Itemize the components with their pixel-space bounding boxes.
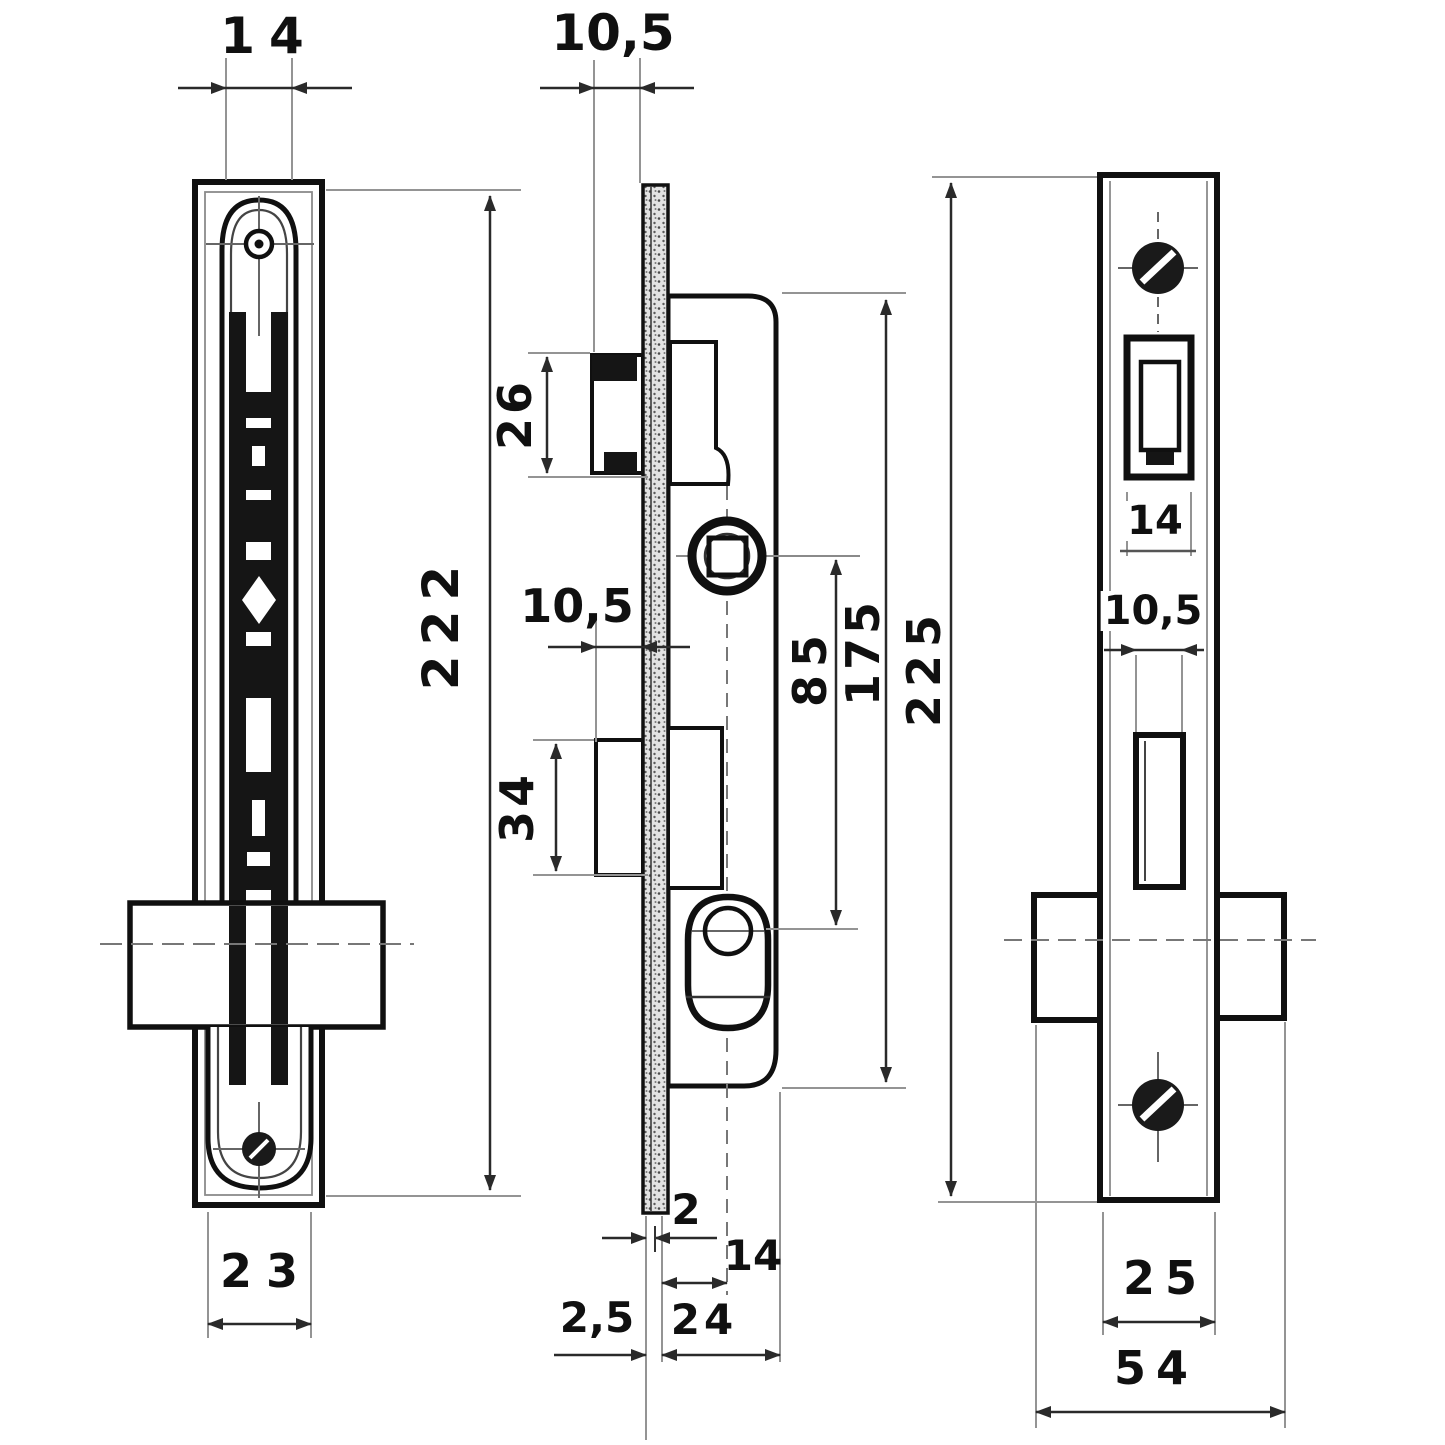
view-right-cover-plate bbox=[1004, 172, 1316, 1428]
view-middle-side-section bbox=[528, 58, 1099, 1440]
dim-left-height bbox=[326, 189, 521, 1197]
dim-label-right-total-width: 54 bbox=[1113, 1341, 1199, 1395]
left-mechanism-cutouts bbox=[242, 446, 276, 866]
left-rail-through-housing-l bbox=[229, 906, 246, 1024]
middle-deadbolt bbox=[594, 738, 645, 877]
dim-middle-deadbolt-height bbox=[533, 739, 648, 876]
view-left-faceplate-front bbox=[100, 58, 521, 1338]
right-cylinder-slot bbox=[1133, 732, 1186, 890]
left-rail-through-housing-r bbox=[271, 906, 288, 1024]
left-mech-rail-right bbox=[271, 312, 288, 1085]
dim-left-top-width bbox=[178, 58, 352, 180]
dim-middle-top-offset bbox=[540, 58, 694, 352]
dim-label-mid-backset-top: 10,5 bbox=[520, 579, 634, 633]
dim-right-slot-width bbox=[1104, 644, 1204, 737]
dim-label-left-height: 222 bbox=[412, 555, 470, 691]
left-cylinder-housing bbox=[127, 900, 386, 1030]
middle-deadbolt-inner bbox=[666, 726, 724, 890]
left-bottom-screw bbox=[213, 1102, 305, 1198]
dim-label-mid-body-height: 175 bbox=[836, 597, 890, 707]
dim-right-plate-width bbox=[1102, 1212, 1216, 1335]
dim-label-left-top-width: 14 bbox=[220, 7, 318, 65]
dim-right-total-width bbox=[1035, 1022, 1286, 1428]
left-top-screw bbox=[206, 196, 314, 336]
dim-label-left-bottom-width: 23 bbox=[219, 1244, 313, 1298]
dim-left-bottom-width bbox=[207, 1212, 312, 1338]
dim-middle-total-height bbox=[932, 176, 1099, 1203]
dim-middle-body-height bbox=[782, 292, 906, 1089]
right-plate bbox=[1097, 172, 1220, 1203]
dim-label-mid-latch-height: 26 bbox=[488, 377, 542, 451]
right-top-screw bbox=[1118, 212, 1198, 332]
dim-middle-backset-top bbox=[548, 620, 690, 742]
left-mech-rail-left bbox=[229, 312, 246, 1085]
dim-label-right-plate-width: 25 bbox=[1122, 1251, 1208, 1305]
middle-latch-inner bbox=[668, 340, 731, 486]
dim-middle-latch-height bbox=[528, 352, 648, 478]
dim-label-right-latch-width: 14 bbox=[1124, 501, 1186, 541]
dim-label-mid-case-depth: 24 bbox=[670, 1295, 738, 1344]
middle-cylinder-hole bbox=[684, 893, 772, 1032]
middle-faceplate-strip bbox=[641, 183, 670, 1215]
dim-label-mid-centre-distance: 85 bbox=[783, 626, 837, 708]
middle-spindle-follower bbox=[676, 516, 860, 596]
right-latch-opening bbox=[1123, 334, 1195, 481]
dim-label-mid-total-height: 225 bbox=[897, 606, 951, 728]
middle-latch-bolt bbox=[590, 353, 645, 475]
dim-middle-centre-distance bbox=[766, 559, 858, 930]
left-rail-below-housing-l bbox=[229, 1027, 246, 1085]
left-rail-below-housing-r bbox=[271, 1027, 288, 1085]
right-housing-block-right bbox=[1214, 892, 1287, 1021]
dim-label-mid-faceplate-thickness: 2,5 bbox=[559, 1293, 635, 1342]
right-bottom-screw bbox=[1118, 1052, 1198, 1162]
dim-label-right-slot-width: 10,5 bbox=[1100, 591, 1206, 631]
dim-label-mid-deadbolt-height: 34 bbox=[490, 770, 544, 844]
dim-label-mid-lip: 2 bbox=[671, 1185, 701, 1234]
dim-label-mid-top-offset: 10,5 bbox=[551, 4, 675, 62]
dim-label-mid-backset-bottom: 14 bbox=[723, 1231, 783, 1280]
dim-middle-bottom-group bbox=[554, 1092, 781, 1440]
right-housing-block-left bbox=[1031, 892, 1103, 1023]
